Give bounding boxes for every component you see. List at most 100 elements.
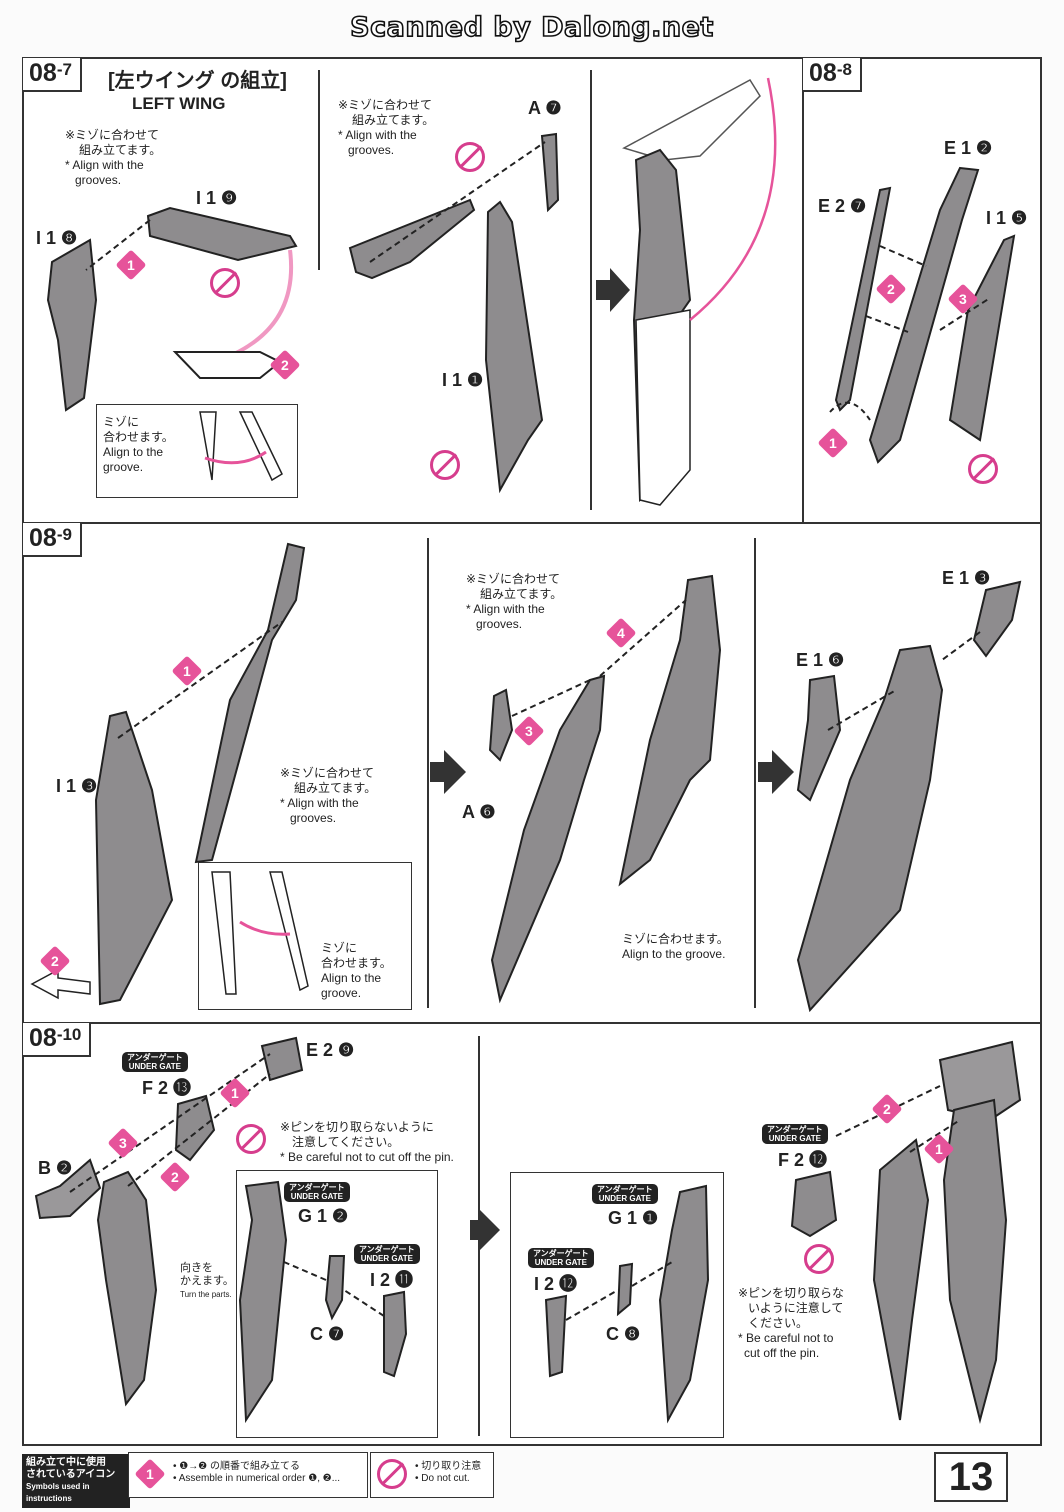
divider bbox=[427, 538, 429, 1008]
step-number: 1 bbox=[134, 1458, 166, 1490]
no-cut-icon bbox=[236, 1124, 266, 1154]
part-wing-body bbox=[490, 674, 606, 1004]
part-i1-8 bbox=[46, 238, 98, 412]
part-i2-11 bbox=[383, 1290, 408, 1378]
step-08-10-tag: 08-10 bbox=[23, 1023, 92, 1057]
part-label: I 1 ❾ bbox=[196, 188, 238, 208]
step-arrow bbox=[470, 1210, 500, 1250]
part-upper bbox=[618, 574, 722, 887]
pin-note: ※ピンを切り取らないように注意してください。 * Be careful not … bbox=[738, 1286, 845, 1360]
pink-curve-arrow bbox=[689, 77, 777, 321]
guide-line bbox=[941, 631, 981, 661]
legend-title: 組み立て中に使用されているアイコン Symbols used in instru… bbox=[22, 1454, 130, 1508]
part-label: B ❷ bbox=[38, 1158, 73, 1178]
part-label: A ❻ bbox=[462, 802, 496, 822]
step-08-7-tag: 08-7 bbox=[23, 58, 82, 92]
guide-line bbox=[283, 1261, 327, 1281]
guide-line bbox=[865, 315, 909, 333]
inset-arrow bbox=[239, 920, 291, 936]
part-label: I 1 ❶ bbox=[442, 370, 484, 390]
no-cut-icon bbox=[968, 454, 998, 484]
part-e2-9 bbox=[260, 1036, 304, 1082]
part-a7 bbox=[540, 132, 560, 213]
part-label: G 1 ❷ bbox=[298, 1206, 349, 1226]
legend-order: 1 • ❶→❷ の順番で組み立てる• Assemble in numerical… bbox=[128, 1452, 368, 1498]
guide-line bbox=[631, 1261, 673, 1287]
divider bbox=[590, 70, 592, 510]
part-final-blade bbox=[942, 1098, 1008, 1424]
part-label: E 2 ❼ bbox=[818, 196, 867, 216]
part-i2-12 bbox=[544, 1294, 568, 1378]
part-label: E 1 ❻ bbox=[796, 650, 845, 670]
inset-part bbox=[199, 411, 283, 482]
part-label: I 1 ❺ bbox=[986, 208, 1028, 228]
part-i1-9 bbox=[146, 206, 298, 262]
step-08-9-tag: 08-9 bbox=[23, 523, 82, 557]
part-label: G 1 ❶ bbox=[608, 1208, 659, 1228]
part-top-left bbox=[348, 198, 476, 280]
divider bbox=[754, 538, 756, 1008]
part-g1-2 bbox=[238, 1180, 288, 1424]
part-a6 bbox=[488, 688, 514, 762]
part-label: I 2 ⓫ bbox=[370, 1270, 414, 1290]
part-assembled-wing bbox=[796, 644, 944, 1013]
part-wing-blade bbox=[96, 1170, 158, 1407]
step-arrow bbox=[596, 268, 630, 312]
no-cut-icon bbox=[455, 142, 485, 172]
page-number: 13 bbox=[934, 1452, 1008, 1502]
guide-line bbox=[117, 621, 283, 739]
inset-rails bbox=[211, 871, 309, 995]
part-label: E 1 ❷ bbox=[944, 138, 993, 158]
part-label: I 1 ❽ bbox=[36, 228, 78, 248]
part-c8 bbox=[616, 1262, 634, 1317]
guide-line bbox=[565, 1289, 619, 1321]
guide-line bbox=[85, 219, 151, 271]
part-i1-1 bbox=[484, 200, 544, 494]
no-cut-icon bbox=[377, 1459, 407, 1489]
step-arrow bbox=[430, 750, 466, 794]
part-label: C ❽ bbox=[606, 1324, 641, 1344]
part-label: I 1 ❸ bbox=[56, 776, 98, 796]
part-label: E 2 ❾ bbox=[306, 1040, 355, 1060]
part-assembled-lower bbox=[635, 309, 691, 506]
turn-note: 向きをかえます。 Turn the parts. bbox=[180, 1262, 234, 1299]
pin-note: ※ピンを切り取らないように注意してください。 * Be careful not … bbox=[280, 1120, 454, 1164]
part-e1-6 bbox=[796, 674, 842, 802]
part-label: A ❼ bbox=[528, 98, 562, 118]
guide-line bbox=[69, 1053, 271, 1193]
outline-arrow bbox=[172, 351, 282, 379]
part-final-side bbox=[872, 1138, 930, 1421]
step-08-7-title-jp: [左ウイング の組立] bbox=[108, 70, 287, 92]
part-e1-2 bbox=[868, 166, 980, 464]
divider bbox=[318, 70, 320, 270]
part-final-top bbox=[938, 1040, 1022, 1122]
part-i1-3 bbox=[94, 710, 174, 1006]
guide-line bbox=[343, 1289, 385, 1317]
legend-cut: • 切り取り注意• Do not cut. bbox=[370, 1452, 494, 1498]
curve-arrow bbox=[829, 401, 871, 421]
inset-arrow bbox=[204, 450, 267, 465]
part-label: C ❼ bbox=[310, 1324, 345, 1344]
part-e1-3 bbox=[972, 580, 1022, 658]
step-08-8-tag: 08-8 bbox=[803, 58, 862, 92]
guide-line bbox=[369, 141, 546, 263]
part-long-rail bbox=[194, 542, 306, 864]
no-cut-icon bbox=[804, 1244, 834, 1274]
guide-line bbox=[599, 599, 687, 677]
part-label: E 1 ❸ bbox=[942, 568, 991, 588]
part-c7 bbox=[324, 1255, 346, 1321]
part-label: I 2 ⓬ bbox=[534, 1274, 578, 1294]
